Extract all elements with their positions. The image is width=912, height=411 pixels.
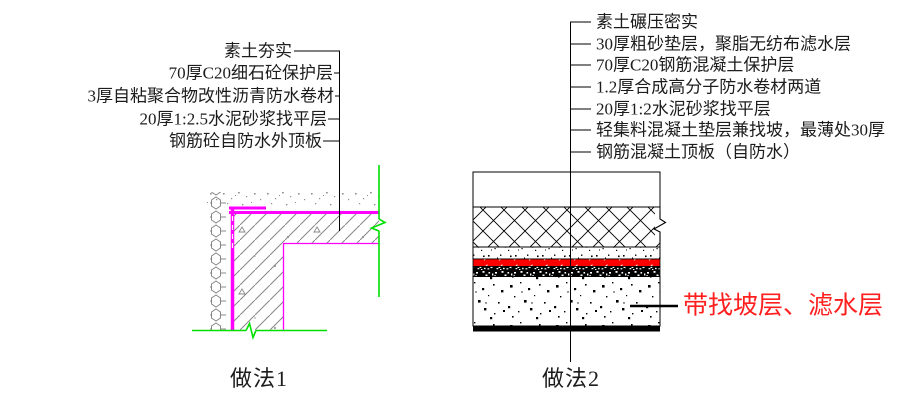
m2-leader-ticks bbox=[570, 21, 591, 153]
m2-label-slab: 钢筋混凝土顶板（自防水） bbox=[596, 142, 800, 162]
m2-layer-crosshatch bbox=[472, 206, 661, 248]
m2-label-protection: 70厚C20钢筋混凝土保护层 bbox=[596, 55, 795, 75]
m1-label-soil: 素土夯实 bbox=[224, 41, 292, 61]
m1-label-leveling: 20厚1:2.5水泥砂浆找平层 bbox=[139, 109, 327, 129]
m1-protection-chain-column bbox=[210, 192, 226, 330]
m2-label-leveling: 20厚1:2水泥砂浆找平层 bbox=[596, 99, 771, 119]
m2-label-sand-filter: 30厚粗砂垫层，聚脂无纺布滤水层 bbox=[596, 34, 851, 54]
m2-layer-soil bbox=[472, 171, 661, 208]
m2-label-membrane: 1.2厚合成高分子防水卷材两道 bbox=[596, 77, 822, 97]
m1-label-slab: 钢筋砼自防水外顶板 bbox=[169, 131, 322, 151]
m1-grade-line-ground bbox=[192, 321, 327, 340]
m2-annotation-red: 带找坡层、滤水层 bbox=[683, 292, 884, 320]
caption-method1: 做法1 bbox=[229, 366, 289, 391]
m2-label-soil: 素土碾压密实 bbox=[596, 12, 698, 32]
m2-label-slope-layer: 轻集料混凝土垫层兼找坡，最薄处30厚 bbox=[596, 120, 885, 140]
m1-label-membrane: 3厚自粘聚合物改性沥青防水卷材 bbox=[87, 86, 335, 106]
caption-method2: 做法2 bbox=[541, 366, 601, 391]
m2-structural-slab-bar bbox=[473, 326, 660, 332]
m1-leader-ticks bbox=[294, 50, 340, 142]
m2-layer-waterproof-red bbox=[472, 258, 661, 267]
m1-soil-speckle-band bbox=[205, 190, 379, 211]
m2-layer-mortar bbox=[472, 266, 661, 277]
m1-slab-soffit-line bbox=[282, 242, 379, 330]
m2-layer-lightweight-concrete bbox=[472, 276, 661, 327]
method2-drawing bbox=[472, 21, 678, 362]
m2-break-mask bbox=[655, 211, 666, 243]
m2-layer-sand bbox=[472, 246, 661, 260]
method1-drawing bbox=[192, 50, 387, 340]
m1-label-protection: 70厚C20细石砼保护层 bbox=[168, 63, 333, 83]
m2-break-zigzag bbox=[652, 211, 667, 243]
m1-grade-line-vertical bbox=[369, 165, 387, 297]
m1-concrete-marks bbox=[233, 214, 379, 330]
